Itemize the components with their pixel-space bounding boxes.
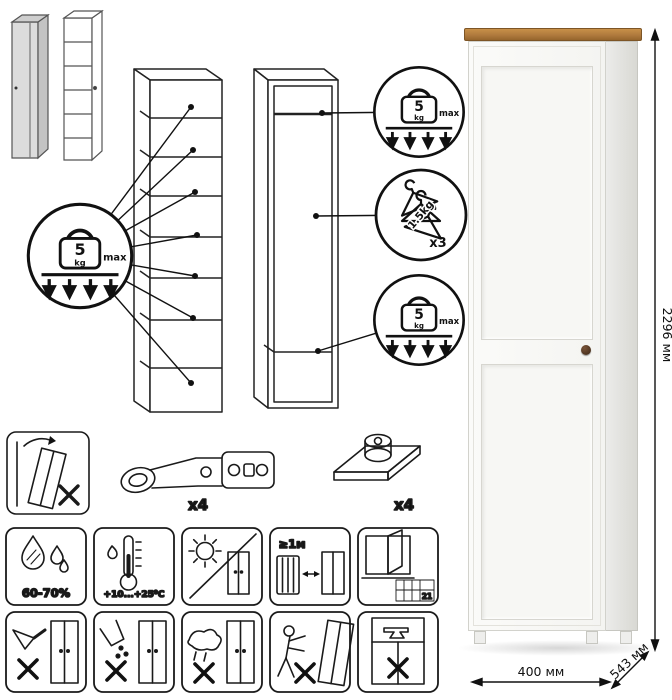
max-load-badge-top-shelf: 5 kg max xyxy=(372,65,466,159)
top-load-max: max xyxy=(439,109,460,119)
variant-thumbnail-open xyxy=(62,9,104,162)
max-load-badge-bottom-shelf: 5 kg max xyxy=(372,273,466,367)
ventilation-icon: 21 xyxy=(357,527,439,606)
max-load-badge-shelves: 5 kg max xyxy=(26,202,134,310)
wardrobe-foot xyxy=(620,631,632,644)
bottom-load-unit: kg xyxy=(414,321,424,330)
variant-thumbnail-closed xyxy=(10,13,50,160)
assembly-diagram: 5 kg max 5 kg xyxy=(10,9,468,413)
door-knob xyxy=(581,345,591,355)
hanging-cabinet-drawing xyxy=(253,68,339,409)
hinge-icon: x4 xyxy=(120,451,275,515)
no-moving-loaded-icon xyxy=(269,611,355,693)
wardrobe-side-panel xyxy=(606,41,638,631)
shelf-load-max: max xyxy=(103,252,127,263)
width-dimension-label: 400 мм xyxy=(518,664,565,679)
shelf-load-unit: kg xyxy=(74,257,85,267)
wardrobe-foot xyxy=(474,631,486,644)
shelf-cabinet-drawing xyxy=(133,68,223,413)
wardrobe-callout-dots xyxy=(313,110,325,354)
adjustable-foot-icon: x4 xyxy=(333,433,421,515)
heater-clearance-icon: ≥1м xyxy=(269,527,351,606)
bottom-load-value: 5 xyxy=(414,307,424,323)
door-frame xyxy=(473,46,601,626)
height-dimension-label: 2296 мм xyxy=(660,308,672,363)
wardrobe-door xyxy=(468,41,606,631)
wardrobe-foot xyxy=(586,631,598,644)
bottom-load-max: max xyxy=(439,317,460,327)
wardrobe-render xyxy=(464,28,642,644)
temperature-icon: +10...+25⁰C xyxy=(93,527,175,606)
keep-from-sunlight-icon xyxy=(181,527,263,606)
clearance-label: ≥1м xyxy=(278,537,305,551)
shelf-callout-dots xyxy=(188,104,200,386)
calendar-grid xyxy=(395,579,435,602)
hanger-load-badge: 1.5kg x3 xyxy=(374,168,468,262)
door-panel-lower xyxy=(481,364,593,620)
no-sharp-tools-icon xyxy=(5,611,87,693)
ventilation-day-label: 21 xyxy=(422,592,432,601)
no-heavy-load-icon xyxy=(357,611,439,693)
anti-tip-warning-icon xyxy=(6,431,90,515)
top-load-value: 5 xyxy=(414,99,424,115)
hanger-count-label: x3 xyxy=(429,236,446,251)
icon-grid: x4 x4 60-70% xyxy=(5,431,439,693)
humidity-label: 60-70% xyxy=(22,586,71,600)
top-load-unit: kg xyxy=(414,113,424,122)
temperature-label: +10...+25⁰C xyxy=(104,590,165,600)
hinge-count-label: x4 xyxy=(188,496,208,514)
wardrobe-wood-top xyxy=(464,28,642,41)
shelf-load-value: 5 xyxy=(74,240,85,259)
foot-count-label: x4 xyxy=(394,496,414,514)
no-liquids-icon xyxy=(93,611,175,693)
floor-shadow xyxy=(456,640,662,656)
no-wet-cleaning-icon xyxy=(181,611,263,693)
anvil-icon xyxy=(383,627,409,639)
cabinet-variant-thumbnails xyxy=(10,9,104,162)
door-panel-upper xyxy=(481,66,593,340)
humidity-icon: 60-70% xyxy=(5,527,87,606)
